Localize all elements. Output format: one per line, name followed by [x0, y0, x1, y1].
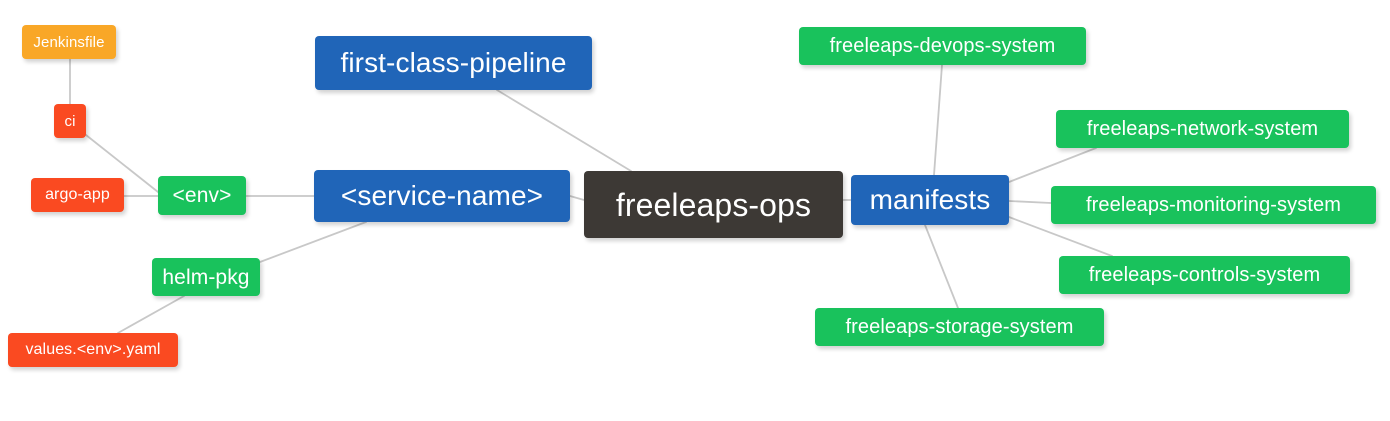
node-label: <service-name> [340, 180, 544, 211]
node-helm-pkg[interactable]: helm-pkg [152, 258, 260, 296]
node-label: Jenkinsfile [33, 33, 105, 51]
edge-service-name-to-helm-pkg [259, 221, 367, 263]
edge-manifests-to-freeleaps-monitoring-system [1008, 200, 1052, 204]
edge-manifests-to-freeleaps-storage-system [924, 224, 959, 309]
node-freeleaps-storage-system[interactable]: freeleaps-storage-system [815, 308, 1104, 346]
node-label: helm-pkg [162, 265, 250, 289]
node-label: freeleaps-devops-system [829, 35, 1056, 57]
node-values-env-yaml[interactable]: values.<env>.yaml [8, 333, 178, 367]
node-freeleaps-controls-system[interactable]: freeleaps-controls-system [1059, 256, 1350, 294]
node-label: freeleaps-ops [615, 186, 812, 223]
node-freeleaps-monitoring-system[interactable]: freeleaps-monitoring-system [1051, 186, 1376, 224]
node-argo-app[interactable]: argo-app [31, 178, 124, 212]
node-label: freeleaps-controls-system [1088, 264, 1321, 286]
node-label: values.<env>.yaml [25, 341, 161, 358]
node-label: freeleaps-network-system [1086, 118, 1319, 140]
node-label: freeleaps-monitoring-system [1085, 194, 1341, 216]
node-label: freeleaps-storage-system [845, 316, 1074, 338]
edge-helm-pkg-to-values-env-yaml [117, 295, 185, 334]
node-label: manifests [869, 184, 991, 215]
node-env[interactable]: <env> [158, 176, 246, 215]
node-label: argo-app [45, 186, 110, 203]
node-first-class-pipeline[interactable]: first-class-pipeline [315, 36, 592, 90]
node-label: ci [64, 112, 76, 130]
edge-first-class-pipeline-to-freeleaps-ops [496, 89, 632, 172]
node-jenkinsfile[interactable]: Jenkinsfile [22, 25, 116, 59]
node-label: first-class-pipeline [340, 47, 567, 78]
node-label: <env> [172, 184, 232, 207]
node-freeleaps-ops[interactable]: freeleaps-ops [584, 171, 843, 238]
edge-manifests-to-freeleaps-devops-system [933, 64, 943, 176]
node-freeleaps-network-system[interactable]: freeleaps-network-system [1056, 110, 1349, 148]
node-service-name[interactable]: <service-name> [314, 170, 570, 222]
node-ci[interactable]: ci [54, 104, 86, 138]
edge-manifests-to-freeleaps-network-system [1008, 147, 1097, 183]
edge-service-name-to-freeleaps-ops [569, 195, 585, 201]
node-freeleaps-devops-system[interactable]: freeleaps-devops-system [799, 27, 1086, 65]
node-manifests[interactable]: manifests [851, 175, 1009, 225]
